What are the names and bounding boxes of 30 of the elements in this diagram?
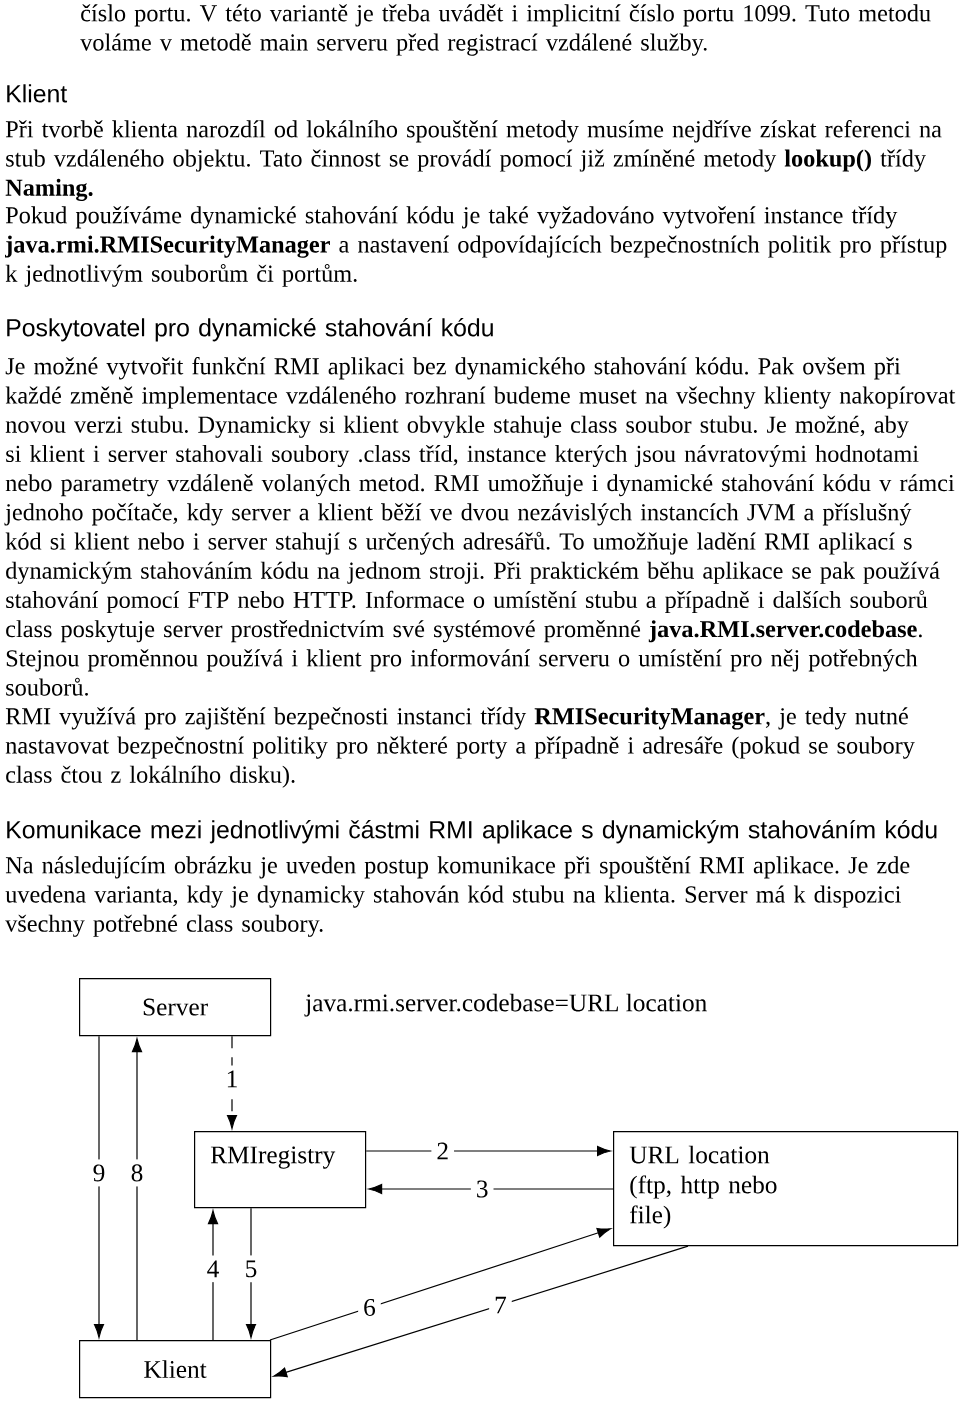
process-box: Klient xyxy=(79,1340,272,1399)
section-heading: Klient xyxy=(7,84,68,103)
edge-label: 9 xyxy=(87,1159,111,1187)
paragraph: RMI využívá pro zajištění bezpečnosti instanci třídy RMISecurityManager, je tedy nutné nastavovat bezpečnostní politiky pro některé porty a případně i adresáře (pokud se soubory class čtou z lokálního disku). xyxy=(5,707,915,788)
edge-label: 7 xyxy=(489,1291,512,1319)
edge-label: 6 xyxy=(358,1294,381,1321)
process-box: URL location (ftp, http nebo file) xyxy=(613,1131,959,1247)
arrow xyxy=(368,1183,614,1195)
paragraph: Při tvorbě klienta narozdíl od lokálního spouštění metody musíme nejdříve získat referenci na stub vzdáleného objektu. Tato činnost se provádí pomocí již zmíněné metody lookup() třídy Naming. xyxy=(5,120,942,201)
arrow xyxy=(365,1145,611,1157)
paragraph: Pokud používáme dynamické stahování kódu je také vyžadováno vytvoření instance třídy java.rmi.RMISecurityManager a nastavení odpovídajících bezpečnostních politik pro přístup k jednotlivým souborům či portům. xyxy=(5,206,947,287)
section-heading: Komunikace mezi jednotlivými částmi RMI aplikace s dynamickým stahováním kódu xyxy=(7,820,937,844)
edge-label: 4 xyxy=(201,1255,225,1283)
arrow xyxy=(93,1035,105,1338)
annotation-text: java.rmi.server.codebase=URL location xyxy=(304,993,707,1017)
paragraph: Na následujícím obrázku je uveden postup komunikace při spouštění RMI aplikace. Je zde uvedena varianta, kdy je dynamicky stahován kód stubu na klienta. Server má k dispozici všechny potřebné class soubory. xyxy=(5,856,910,937)
edge-label: 8 xyxy=(125,1159,149,1187)
arrow xyxy=(226,1035,238,1129)
paragraph: číslo portu. V této variantě je třeba uvádět i implicitní číslo portu 1099. Tuto metodu voláme v metodě main serveru před registrací vzdálené služby. xyxy=(80,4,931,56)
paragraph: Je možné vytvořit funkční RMI aplikaci bez dynamického stahování kódu. Pak ovšem při každé změně implementace vzdáleného rozhraní budeme muset na všechny klienty nakopírovat novou verzi stubu. Dynamicky si klient obvykle stahuje class soubor stubu. Je možné, aby si klient i server stahovali soubory .class tříd, instance kterých jsou návratovými hodnotami nebo parametry vzdáleně volaných metod. RMI umožňuje i dynamické stahování kódu v rámci jednoho počítače, kdy server a klient běží ve dvou nezávislých instancích JVM a příslušný kód si klient nebo i server stahují s určených adresářů. To umožňuje ladění RMI aplikací s dynamickým stahováním kódu na jednom stroji. Při praktickém běhu aplikace se pak používá stahování pomocí FTP nebo HTTP. Informace o umístění stubu a případně i dalších souborů class poskytuje server prostřednictvím své systémové proměnné java.RMI.server.codebase. Stejnou proměnnou používá i klient pro informování serveru o umístění pro něj potřebných souborů. xyxy=(4,357,956,696)
edge-label: 2 xyxy=(431,1137,455,1165)
arrow xyxy=(269,1227,612,1341)
process-box: Server xyxy=(79,978,272,1037)
edge-label: 1 xyxy=(220,1065,244,1093)
section-heading: Poskytovatel pro dynamické stahování kódu xyxy=(7,318,493,342)
edge-label: 3 xyxy=(470,1175,494,1203)
edge-label: 5 xyxy=(239,1255,263,1283)
arrow xyxy=(131,1038,143,1341)
process-box: RMIregistry xyxy=(194,1131,367,1209)
arrow xyxy=(273,1245,689,1378)
